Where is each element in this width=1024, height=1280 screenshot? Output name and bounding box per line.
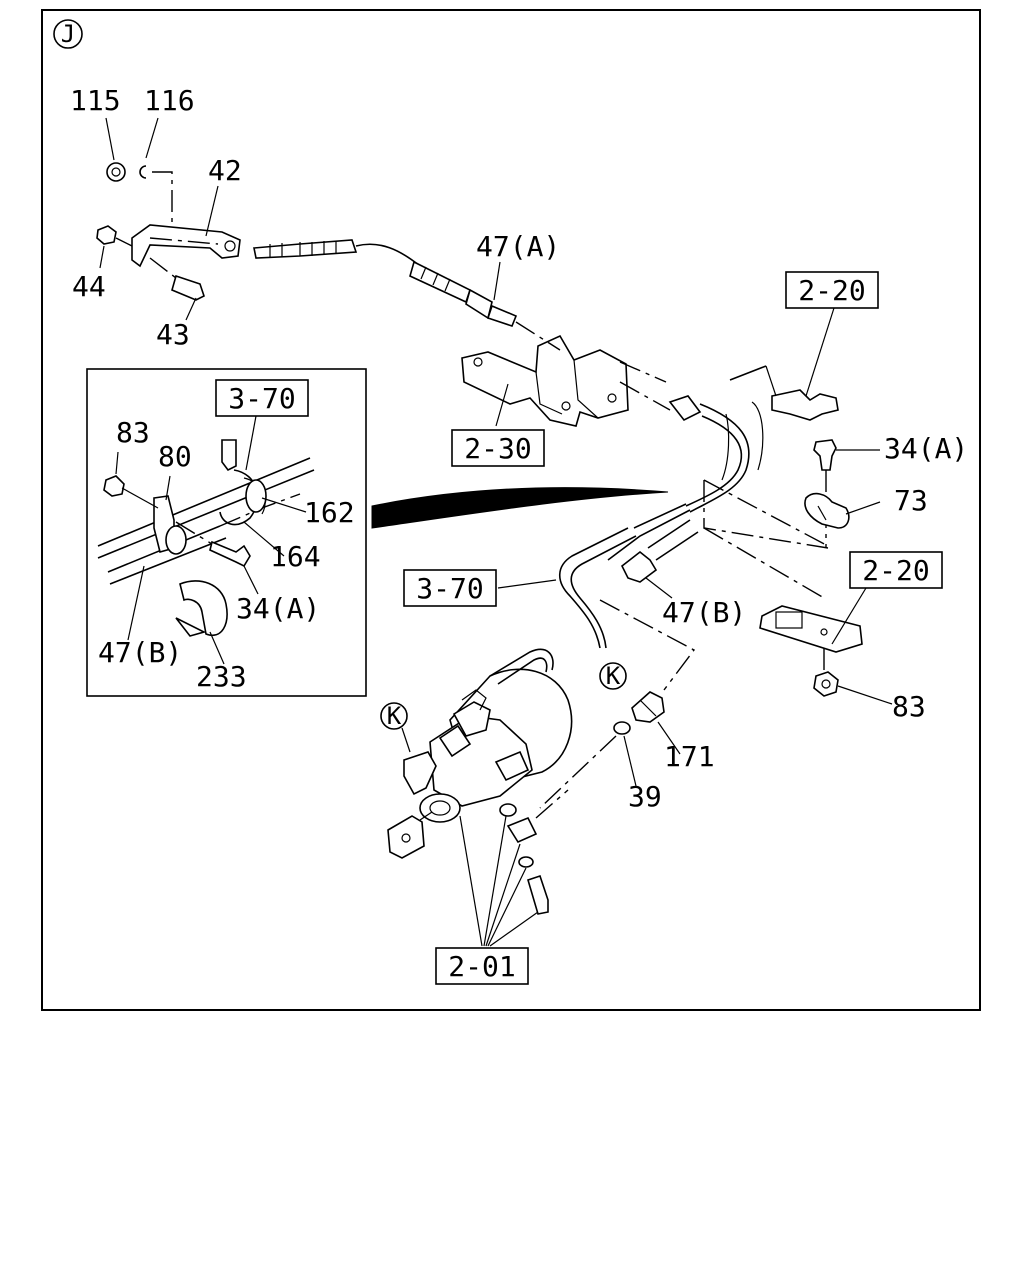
inset-callout-233: 233 <box>196 660 247 693</box>
callout-83-right: 83 <box>892 690 926 723</box>
callout-44: 44 <box>72 270 106 303</box>
callout-39: 39 <box>628 780 662 813</box>
callout-2-01: 2-01 <box>435 947 529 985</box>
callout-2-20-mid: 2-20 <box>849 551 943 589</box>
svg-text:2-20: 2-20 <box>862 554 929 587</box>
cable-end-assembly <box>96 162 518 327</box>
svg-text:3-70: 3-70 <box>228 382 295 415</box>
callout-2-20-top: 2-20 <box>785 271 879 309</box>
mounting-bracket <box>461 321 671 427</box>
diagram-frame <box>41 9 981 1011</box>
inset-callout-83: 83 <box>116 416 150 449</box>
callout-116: 116 <box>144 84 195 117</box>
callout-34a-right: 34(A) <box>884 432 968 465</box>
clamp-bolt-assembly <box>804 439 850 529</box>
callout-73: 73 <box>894 484 928 517</box>
svg-text:K: K <box>606 662 621 690</box>
callout-171: 171 <box>664 740 715 773</box>
svg-text:J: J <box>61 20 75 48</box>
inset-callout-164: 164 <box>270 540 321 573</box>
callout-47a-top: 47(A) <box>476 230 560 263</box>
pipe-routing <box>558 365 839 691</box>
callout-115: 115 <box>70 84 121 117</box>
inset-callout-80: 80 <box>158 440 192 473</box>
svg-text:2-01: 2-01 <box>448 950 515 983</box>
callout-3-70-main: 3-70 <box>403 569 497 607</box>
actuator-valve <box>387 648 573 947</box>
callout-42: 42 <box>208 154 242 187</box>
inset-callout-34a: 34(A) <box>236 592 320 625</box>
inset-callout-3-70: 3-70 <box>215 379 309 417</box>
leader-lines <box>99 117 893 787</box>
svg-text:2-30: 2-30 <box>464 432 531 465</box>
inset-callout-47b: 47(B) <box>98 636 182 669</box>
callout-2-30: 2-30 <box>451 429 545 467</box>
callout-47b-main: 47(B) <box>662 596 746 629</box>
connection-marker-k-lower: K <box>599 662 627 690</box>
connection-marker-k-upper: K <box>380 702 408 730</box>
svg-text:K: K <box>387 702 402 730</box>
plate-assembly <box>759 605 863 697</box>
callout-43: 43 <box>156 318 190 351</box>
fitting-washer <box>539 691 665 809</box>
inset-callout-162: 162 <box>304 496 355 529</box>
svg-text:3-70: 3-70 <box>416 572 483 605</box>
inset-detail <box>86 368 669 697</box>
view-marker: J <box>53 19 83 49</box>
svg-text:2-20: 2-20 <box>798 274 865 307</box>
